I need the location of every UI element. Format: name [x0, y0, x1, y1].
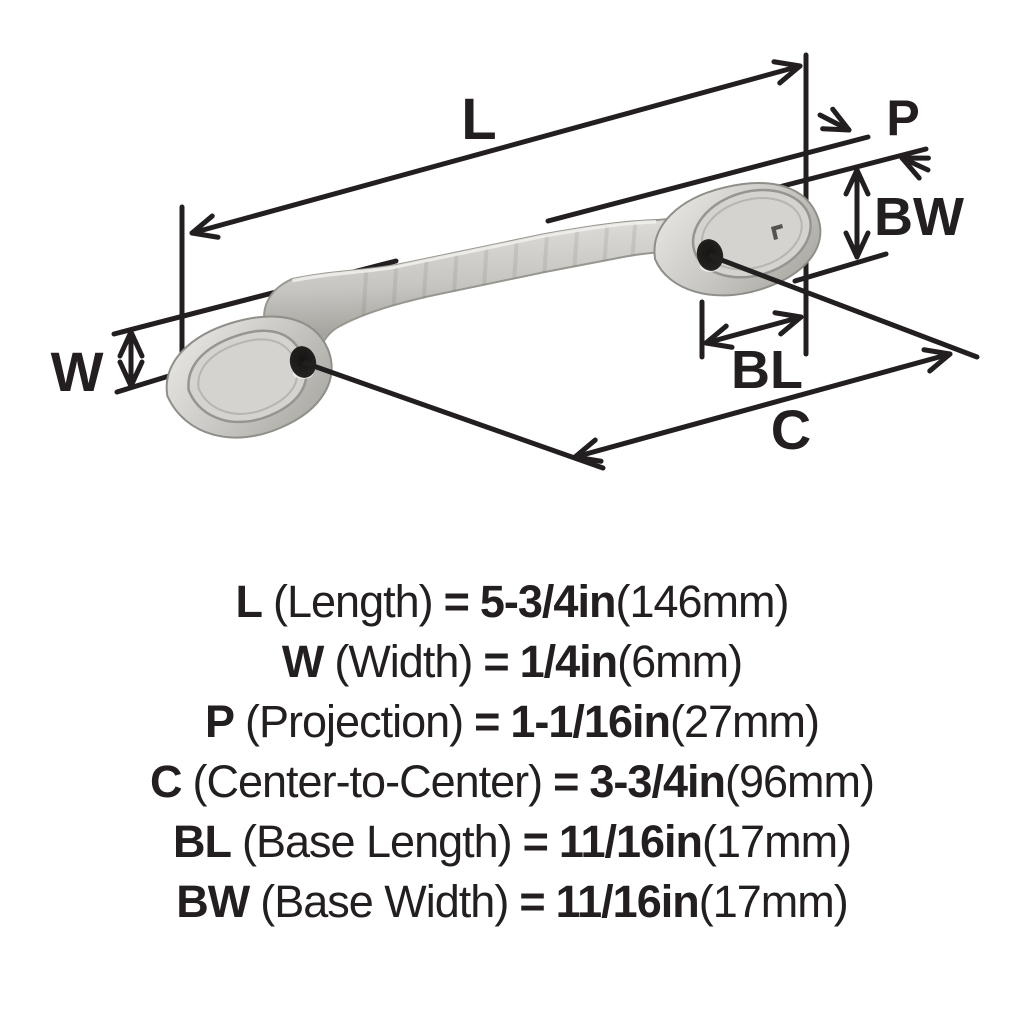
- length-dimension-line: [189, 59, 803, 240]
- legend-code: BW: [176, 876, 250, 927]
- legend-metric-value: (17mm): [702, 816, 852, 867]
- legend-imperial-value: 11/16in: [555, 876, 700, 927]
- legend-imperial-value: 1-1/16in: [510, 696, 671, 747]
- dimension-labels: L P BW W BL C: [51, 87, 964, 461]
- legend-imperial-value: 11/16in: [558, 816, 703, 867]
- legend-equals: =: [483, 636, 509, 687]
- left-screw-leader-line: [302, 360, 606, 471]
- legend-description: (Base Length): [241, 816, 513, 867]
- legend-imperial-value: 3-3/4in: [589, 756, 726, 807]
- dimension-legend: L(Length)=5-3/4in(146mm) W(Width)=1/4in(…: [0, 572, 1024, 932]
- legend-imperial-value: 1/4in: [519, 636, 619, 687]
- legend-equals: =: [519, 876, 545, 927]
- base-width-extension-line-lower: [792, 251, 889, 284]
- legend-metric-value: (6mm): [617, 636, 743, 687]
- legend-description: (Base Width): [260, 876, 509, 927]
- legend-description: (Width): [334, 636, 473, 687]
- base-length-dimension-line: [703, 310, 804, 350]
- legend-metric-value: (27mm): [669, 696, 820, 747]
- legend-equals: =: [443, 576, 470, 627]
- label-center-to-center: C: [771, 398, 811, 461]
- legend-row-center-to-center: C(Center-to-Center)=3-3/4in(96mm): [0, 752, 1024, 812]
- legend-description: (Projection): [245, 696, 464, 747]
- legend-equals: =: [474, 696, 500, 747]
- legend-row-base-width: BW(Base Width)=11/16in(17mm): [0, 872, 1024, 932]
- legend-row-length: L(Length)=5-3/4in(146mm): [0, 572, 1024, 632]
- legend-code: L: [235, 576, 263, 627]
- legend-code: P: [205, 696, 235, 747]
- label-base-width: BW: [874, 187, 964, 247]
- label-projection: P: [886, 90, 919, 146]
- projection-arrow-lower: [899, 155, 931, 181]
- legend-metric-value: (146mm): [615, 576, 789, 627]
- handle-bar: [263, 216, 697, 352]
- legend-description: (Length): [273, 576, 434, 627]
- legend-metric-value: (96mm): [724, 756, 875, 807]
- legend-row-width: W(Width)=1/4in(6mm): [0, 632, 1024, 692]
- legend-metric-value: (17mm): [698, 876, 849, 927]
- legend-code: W: [281, 636, 324, 687]
- legend-equals: =: [553, 756, 579, 807]
- dimension-lines: [117, 59, 953, 464]
- legend-row-base-length: BL(Base Length)=11/16in(17mm): [0, 812, 1024, 872]
- label-width: W: [51, 340, 104, 403]
- center-to-center-dimension-line: [572, 347, 953, 464]
- legend-code: BL: [172, 816, 232, 867]
- right-screw-leader-line: [708, 253, 980, 360]
- legend-equals: =: [522, 816, 549, 867]
- legend-description: (Center-to-Center): [192, 756, 544, 807]
- projection-arrow-upper: [817, 106, 852, 133]
- legend-row-projection: P(Projection)=1-1/16in(27mm): [0, 692, 1024, 752]
- label-length: L: [461, 87, 496, 152]
- legend-code: C: [150, 756, 182, 807]
- legend-imperial-value: 5-3/4in: [479, 576, 617, 627]
- label-base-length: BL: [731, 340, 803, 400]
